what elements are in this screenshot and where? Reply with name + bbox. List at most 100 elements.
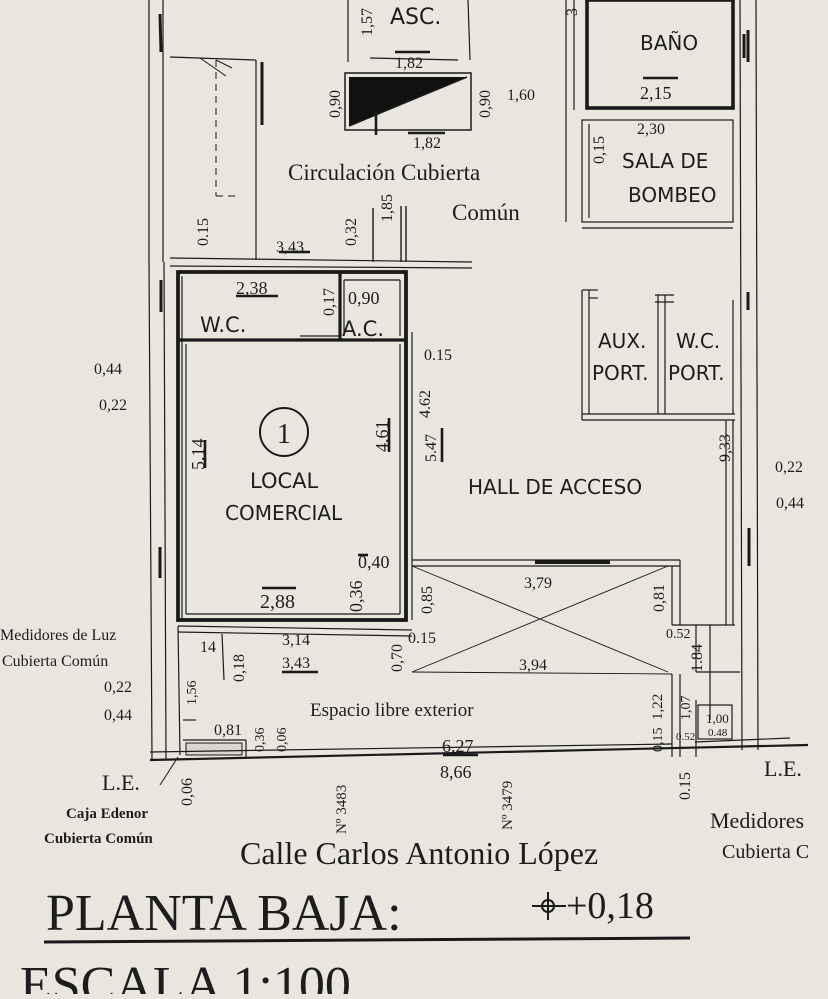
dim-label: 1,07: [679, 696, 694, 721]
dim-label: 1,85: [379, 194, 396, 222]
dim-label: 8,66: [440, 762, 472, 782]
dim-label: 0,22: [99, 397, 127, 414]
le-right-label: L.E.: [764, 756, 802, 781]
dim-label: 0,15: [591, 136, 608, 164]
room-label-aux-port: PORT.: [592, 361, 648, 385]
dim-label: 5,14: [188, 439, 208, 471]
room-labels: ASC. BAÑO Circulación Cubierta Común SAL…: [200, 5, 724, 721]
dim-label: 0,90: [327, 90, 344, 118]
plan-level: +0,18: [566, 885, 654, 927]
dim-label: 1,57: [359, 8, 376, 36]
caja-edenor-label: Caja Edenor: [66, 806, 148, 822]
dim-label: 0,44: [94, 361, 122, 378]
room-label-circulacion-2: Común: [452, 200, 520, 225]
dim-label: 3,79: [524, 575, 552, 592]
dim-label: 0,06: [275, 728, 290, 753]
dim-label: 1,56: [185, 681, 200, 706]
dim-label: 4,61: [372, 421, 392, 453]
dim-label: 5.47: [423, 434, 440, 462]
medidores-right-label: Medidores: [710, 808, 804, 833]
dim-label: 0,06: [179, 778, 196, 806]
le-left-label: L.E.: [102, 770, 140, 795]
dimension-labels: 1,82 1,60 1,82 2,15 2,30 3,43 2,38 0,90 …: [94, 55, 804, 782]
level-marker-icon: [532, 892, 566, 920]
dim-label: 1,00: [706, 711, 729, 726]
dim-label: 0.52: [676, 731, 695, 743]
room-label-wc-port: W.C.: [676, 329, 720, 353]
dim-label: 0.15: [195, 218, 212, 246]
dim-label: 0,81: [651, 584, 668, 612]
room-label-espacio: Espacio libre exterior: [310, 700, 474, 721]
room-label-local: LOCAL: [250, 469, 319, 493]
room-label-ac: A.C.: [342, 317, 384, 341]
medidores-luz-label-2: Cubierta Común: [2, 653, 108, 670]
title-underline: [43, 936, 691, 944]
room-label-bombeo: BOMBEO: [628, 183, 716, 207]
unit-number: 1: [277, 419, 291, 450]
dim-label: 1.84: [689, 644, 706, 672]
room-label-circulacion: Circulación Cubierta: [288, 160, 480, 185]
dim-label: 1,82: [413, 135, 441, 152]
dimension-labels-vertical: 1,57 0,90 0,90 3 0,15 0.15 0,32 1,85 0,1…: [179, 8, 734, 806]
dim-label: 0,18: [231, 654, 248, 682]
street-number-3479: Nº 3479: [500, 781, 516, 830]
dim-label: 0,90: [348, 288, 380, 308]
medidores-right-label-2: Cubierta C: [722, 841, 809, 863]
dim-label: 0,15: [651, 728, 666, 753]
room-label-bano: BAÑO: [640, 31, 698, 55]
dim-label: 3,43: [276, 239, 304, 256]
dim-label: 0,22: [775, 459, 803, 476]
dim-label: 0,44: [776, 495, 804, 512]
dim-label: 0,17: [321, 288, 338, 316]
medidores-luz-label: Medidores de Luz: [0, 627, 116, 644]
room-label-sala: SALA DE: [622, 149, 708, 173]
plan-scale: ESCALA 1:100: [20, 957, 351, 994]
dim-label: 1,60: [507, 87, 535, 104]
dim-label: 0.15: [424, 347, 452, 364]
dim-label: 0,22: [104, 679, 132, 696]
exterior-labels: Medidores de Luz Cubierta Común L.E. L.E…: [0, 627, 809, 871]
dim-label: 0.15: [677, 772, 694, 800]
room-label-wc-port-2: PORT.: [668, 361, 724, 385]
dim-label: 3,94: [519, 657, 547, 674]
room-label-wc: W.C.: [200, 313, 246, 337]
dim-label: 0,36: [253, 728, 268, 753]
room-label-hall: HALL DE ACCESO: [468, 475, 642, 499]
room-label-comercial: COMERCIAL: [225, 501, 343, 525]
dim-label: 0.15: [408, 630, 436, 647]
walls: [148, 0, 809, 786]
dim-label: 2,88: [260, 591, 295, 613]
dim-label: 3: [564, 8, 581, 16]
dim-label: 0,44: [104, 707, 132, 724]
dim-label: 0,81: [214, 722, 242, 739]
dim-label: 0,40: [358, 552, 390, 572]
unit-number-circle: [259, 407, 309, 457]
street-name: Calle Carlos Antonio López: [240, 835, 598, 871]
dim-label: 2,38: [236, 278, 268, 298]
dim-label: 3,43: [282, 655, 310, 672]
dim-label: 1,82: [395, 55, 423, 72]
dim-label: 3,14: [282, 632, 310, 649]
dim-label: 14: [200, 639, 216, 656]
room-label-aux: AUX.: [598, 329, 646, 353]
street-number-3483: Nº 3483: [334, 785, 350, 834]
dim-label: 6,27: [442, 736, 474, 756]
dim-label: 2,15: [640, 83, 672, 103]
dim-label: 0.52: [666, 627, 691, 642]
caja-edenor-label-2: Cubierta Común: [44, 831, 153, 847]
title-block: PLANTA BAJA: +0,18 ESCALA 1:100: [20, 885, 691, 999]
plan-title: PLANTA BAJA:: [46, 885, 402, 942]
dim-label: 0,85: [419, 586, 436, 614]
dim-label: 0,32: [343, 218, 360, 246]
room-label-asc: ASC.: [390, 5, 441, 30]
dim-label: 0.48: [708, 727, 728, 739]
dimension-ticks: [203, 50, 678, 757]
dim-label: 2,30: [637, 121, 665, 138]
dim-label: 0,90: [477, 90, 494, 118]
dim-label: 0,36: [346, 581, 366, 613]
dim-label: 4.62: [417, 390, 434, 418]
dim-label: 9,33: [717, 434, 734, 462]
